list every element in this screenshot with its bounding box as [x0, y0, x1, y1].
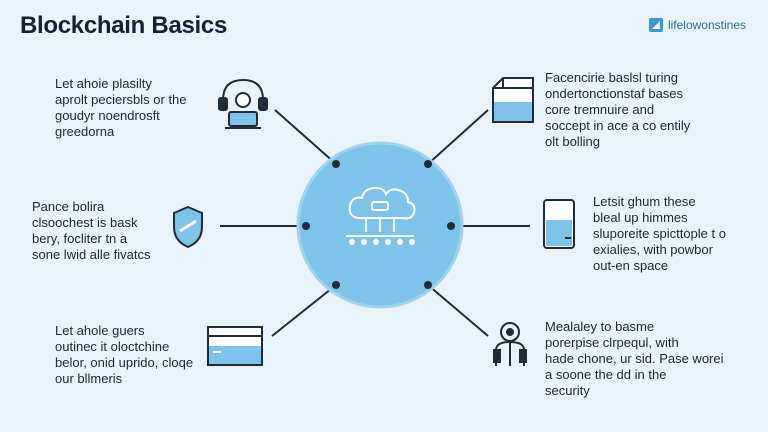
text-block-bottom-right: Mealaley to basme porerpise clrpequl, wi… [545, 319, 724, 399]
text-line: Letsit ghum these [593, 194, 696, 209]
shield-icon [173, 205, 203, 249]
text-line: clsoochest is bask [32, 215, 138, 230]
text-block-mid-left: Pance bolira clsoochest is bask bery, fo… [32, 199, 151, 263]
page-title: Blockchain Basics [20, 12, 227, 39]
text-line: hade chone, ur sid. Pase worei [545, 351, 724, 366]
text-line: aprolt peciersbls or the [55, 92, 187, 107]
text-line: soccept in ace a co entily [545, 118, 691, 133]
text-line: Let ahoie plasilty [55, 76, 152, 91]
connector-bottom-left [271, 284, 337, 337]
text-line: our bllmeris [55, 371, 123, 386]
text-line: goudyr noendrosft [55, 108, 160, 123]
hub-dot [332, 281, 340, 289]
text-line: greedorna [55, 124, 115, 139]
person-laptop-icon [218, 78, 268, 129]
hub-dot [447, 222, 455, 230]
text-block-mid-right: Letsit ghum these bleal up himmes slupor… [593, 194, 726, 274]
hub-dot [332, 160, 340, 168]
text-line: porerpise clrpequl, with [545, 335, 679, 350]
hub-dot [424, 281, 432, 289]
text-line: Pance bolira [32, 199, 105, 214]
text-line: Let ahole guers [55, 323, 145, 338]
connector-top-left [274, 109, 337, 165]
text-line: exialies, with powbor [593, 242, 713, 257]
water-tank-icon [207, 326, 263, 366]
text-block-top-right: Facencirie baslsl turing ondertonctionst… [545, 70, 690, 150]
text-line: a soone the dd in the [545, 367, 667, 382]
text-line: outinec it oloctchine [55, 339, 170, 354]
text-line: sone lwid alle fivatcs [32, 247, 151, 262]
hub-ring [296, 141, 464, 309]
text-line: bery, focliter tn a [32, 231, 128, 246]
text-line: core tremnuire and [545, 102, 655, 117]
text-line: ondertonctionstaf bases [545, 86, 684, 101]
text-line: Mealaley to basme [545, 319, 655, 334]
brand[interactable]: lifelowonstines [648, 18, 746, 32]
brand-logo-icon [648, 18, 663, 32]
connector-top-right [427, 109, 489, 165]
brand-name: lifelowonstines [667, 18, 746, 32]
hub [296, 141, 464, 309]
phone-battery-icon [543, 199, 575, 249]
connector-bottom-right [427, 284, 489, 337]
hub-dot [424, 160, 432, 168]
text-block-bottom-left: Let ahole guers outinec it oloctchine be… [55, 323, 193, 387]
robot-user-icon [493, 322, 527, 366]
text-line: Facencirie baslsl turing [545, 70, 678, 85]
connector-lines [220, 109, 530, 337]
text-line: out-en space [593, 258, 669, 273]
cloud-network-icon [346, 186, 416, 245]
text-line: security [545, 383, 590, 398]
text-line: belor, onid uprido, cloqe [55, 355, 194, 370]
text-line: olt bolling [545, 134, 600, 149]
text-line: bleal up himmes [593, 210, 688, 225]
glass-box-icon [492, 77, 534, 123]
text-block-top-left: Let ahoie plasilty aprolt peciersbls or … [55, 76, 187, 140]
text-line: sluporeite spicttople t o [593, 226, 726, 241]
hub-dot [302, 222, 310, 230]
